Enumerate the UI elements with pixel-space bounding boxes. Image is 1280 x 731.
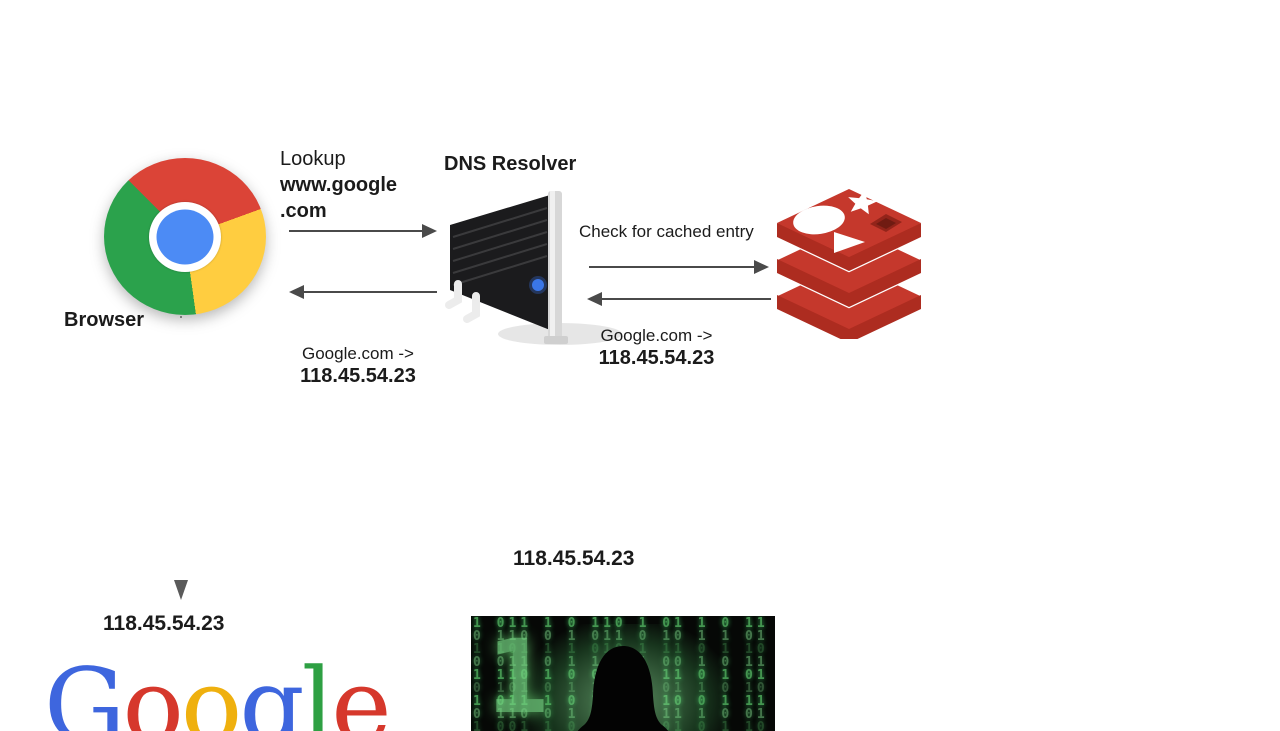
arrow-resolver-to-browser: [289, 285, 437, 299]
google-logo-letter: e: [331, 647, 391, 731]
dns-resolver-label: DNS Resolver: [444, 153, 577, 175]
cache-check-label: Check for cached entry: [579, 222, 754, 241]
resolver-response-host: Google.com ->: [302, 344, 414, 363]
cache-response-ip: 118.45.54.23: [598, 347, 715, 369]
google-logo-letter: G: [44, 647, 126, 731]
arrow-resolver-to-cache: [589, 260, 769, 274]
server-front-panel: [450, 195, 550, 330]
center-resolved-ip-label: 118.45.54.23: [513, 547, 635, 570]
arrowhead-left-icon: [289, 285, 304, 299]
arrow-browser-to-resolver: [289, 224, 437, 238]
chrome-hub-icon: [156, 209, 214, 264]
cache-response-label: Google.com -> 118.45.54.23: [584, 324, 729, 370]
arrow-browser-to-google: [174, 316, 188, 600]
redis-slabs: [775, 187, 923, 339]
lookup-request-label: Lookup www.google .com: [280, 146, 397, 224]
lookup-line-1: Lookup: [280, 148, 346, 170]
arrowhead-down-icon: [174, 580, 188, 600]
arrow-cache-to-resolver: [587, 292, 771, 306]
hooded-hacker-image: 1 011 1 0 110 1 01 1 0 11 0 0 110 0 1 01…: [471, 616, 775, 731]
redis-square-hole-inner: [876, 218, 896, 229]
hacker-silhouette-icon: [577, 646, 669, 731]
browser-resolved-ip-label: 118.45.54.23: [103, 612, 225, 635]
redis-cache-icon: [775, 187, 923, 339]
matrix-big-digit: 1: [487, 618, 549, 731]
dns-server-icon: [445, 191, 622, 345]
google-logo-letter: g: [239, 647, 304, 731]
redis-star-shape: [848, 190, 878, 215]
lookup-line-2: www.google: [280, 174, 398, 196]
google-logo: Google: [44, 656, 392, 731]
server-frame-highlight: [550, 191, 555, 341]
server-vent-slats: [452, 207, 548, 286]
cache-response-host: Google.com ->: [600, 326, 713, 345]
arrowhead-right-icon: [754, 260, 769, 274]
server-feet: [445, 280, 480, 323]
resolver-response-label: Google.com -> 118.45.54.23: [278, 342, 438, 388]
lookup-line-3: .com: [280, 200, 327, 222]
chrome-browser-icon: [104, 158, 266, 315]
redis-circle-shape: [793, 205, 845, 235]
redis-triangle-shape: [834, 232, 865, 253]
google-logo-letter: l: [301, 647, 335, 731]
arrowhead-left-icon: [587, 292, 602, 306]
arrowhead-right-icon: [422, 224, 437, 238]
resolver-response-ip: 118.45.54.23: [300, 365, 416, 387]
google-logo-letter: o: [122, 647, 183, 731]
browser-label: Browser: [64, 309, 145, 331]
server-led: [532, 279, 544, 291]
server-frame-base: [544, 336, 568, 344]
google-logo-letter: o: [180, 647, 242, 731]
